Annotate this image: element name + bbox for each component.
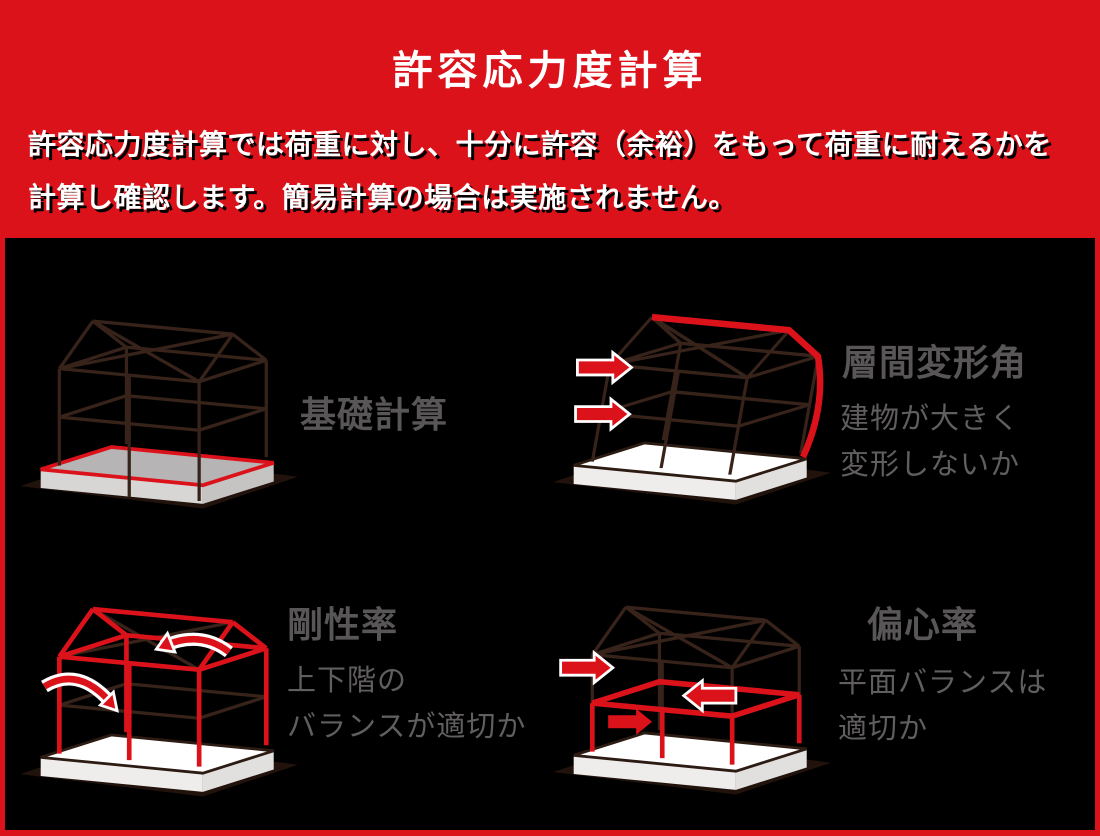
sub-line: 建物が大きく [840,403,1021,435]
section-label-eccentricity: 偏心率 [867,604,979,645]
section-sub-rigidity: 上下階の バランスが適切か [287,658,526,750]
push-arrow-right [681,677,738,714]
house-frame [57,319,268,502]
push-arrow-lower [574,396,632,432]
foundation-slab [40,733,275,792]
section-label-story-drift: 層間変形角 [842,342,1028,383]
sub-line: バランスが適切か [287,711,527,743]
page-title: 許容応力度計算 [392,49,708,93]
section-sub-story-drift: 建物が大きく 変形しないか [840,396,1020,488]
sub-line: 平面バランスは [838,667,1048,699]
foundation-slab [40,445,275,504]
section-label-rigidity: 剛性率 [287,604,399,645]
description-line-2: 計算し確認します。簡易計算の場合は実施されません。 [28,182,737,213]
section-label-foundation: 基礎計算 [300,394,449,435]
shear-arrow-lower [41,672,119,713]
foundation-slab [573,441,808,500]
description-line-1: 許容応力度計算では荷重に対し、十分に許容（余裕）をもって荷重に耐えるかを [28,129,1052,160]
shear-arrow-upper [153,630,233,658]
diagram-panel: 基礎計算 層間変形角 建物が大きく 変形しないか 剛性率 上下階の バランスが適… [5,238,1095,830]
rigidity-house-icon [20,606,298,797]
sub-line: 上下階の [287,665,408,697]
foundation-house-icon [20,319,298,509]
push-arrow-bottom [608,708,652,735]
story-drift-house-icon [553,313,831,505]
deformation-red-line [651,313,824,459]
foundation-slab [573,731,808,790]
eccentricity-house-icon [553,605,831,795]
sub-line: 適切か [838,713,929,745]
sub-line: 変形しないか [840,449,1021,481]
section-sub-eccentricity: 平面バランスは 適切か [838,660,1047,752]
red-first-floor-band [589,678,802,765]
page-description: 許容応力度計算では荷重に対し、十分に許容（余裕）をもって荷重に耐えるかを 計算し… [28,118,1052,224]
push-arrow-upper [576,349,634,386]
push-arrow-left [559,649,616,686]
